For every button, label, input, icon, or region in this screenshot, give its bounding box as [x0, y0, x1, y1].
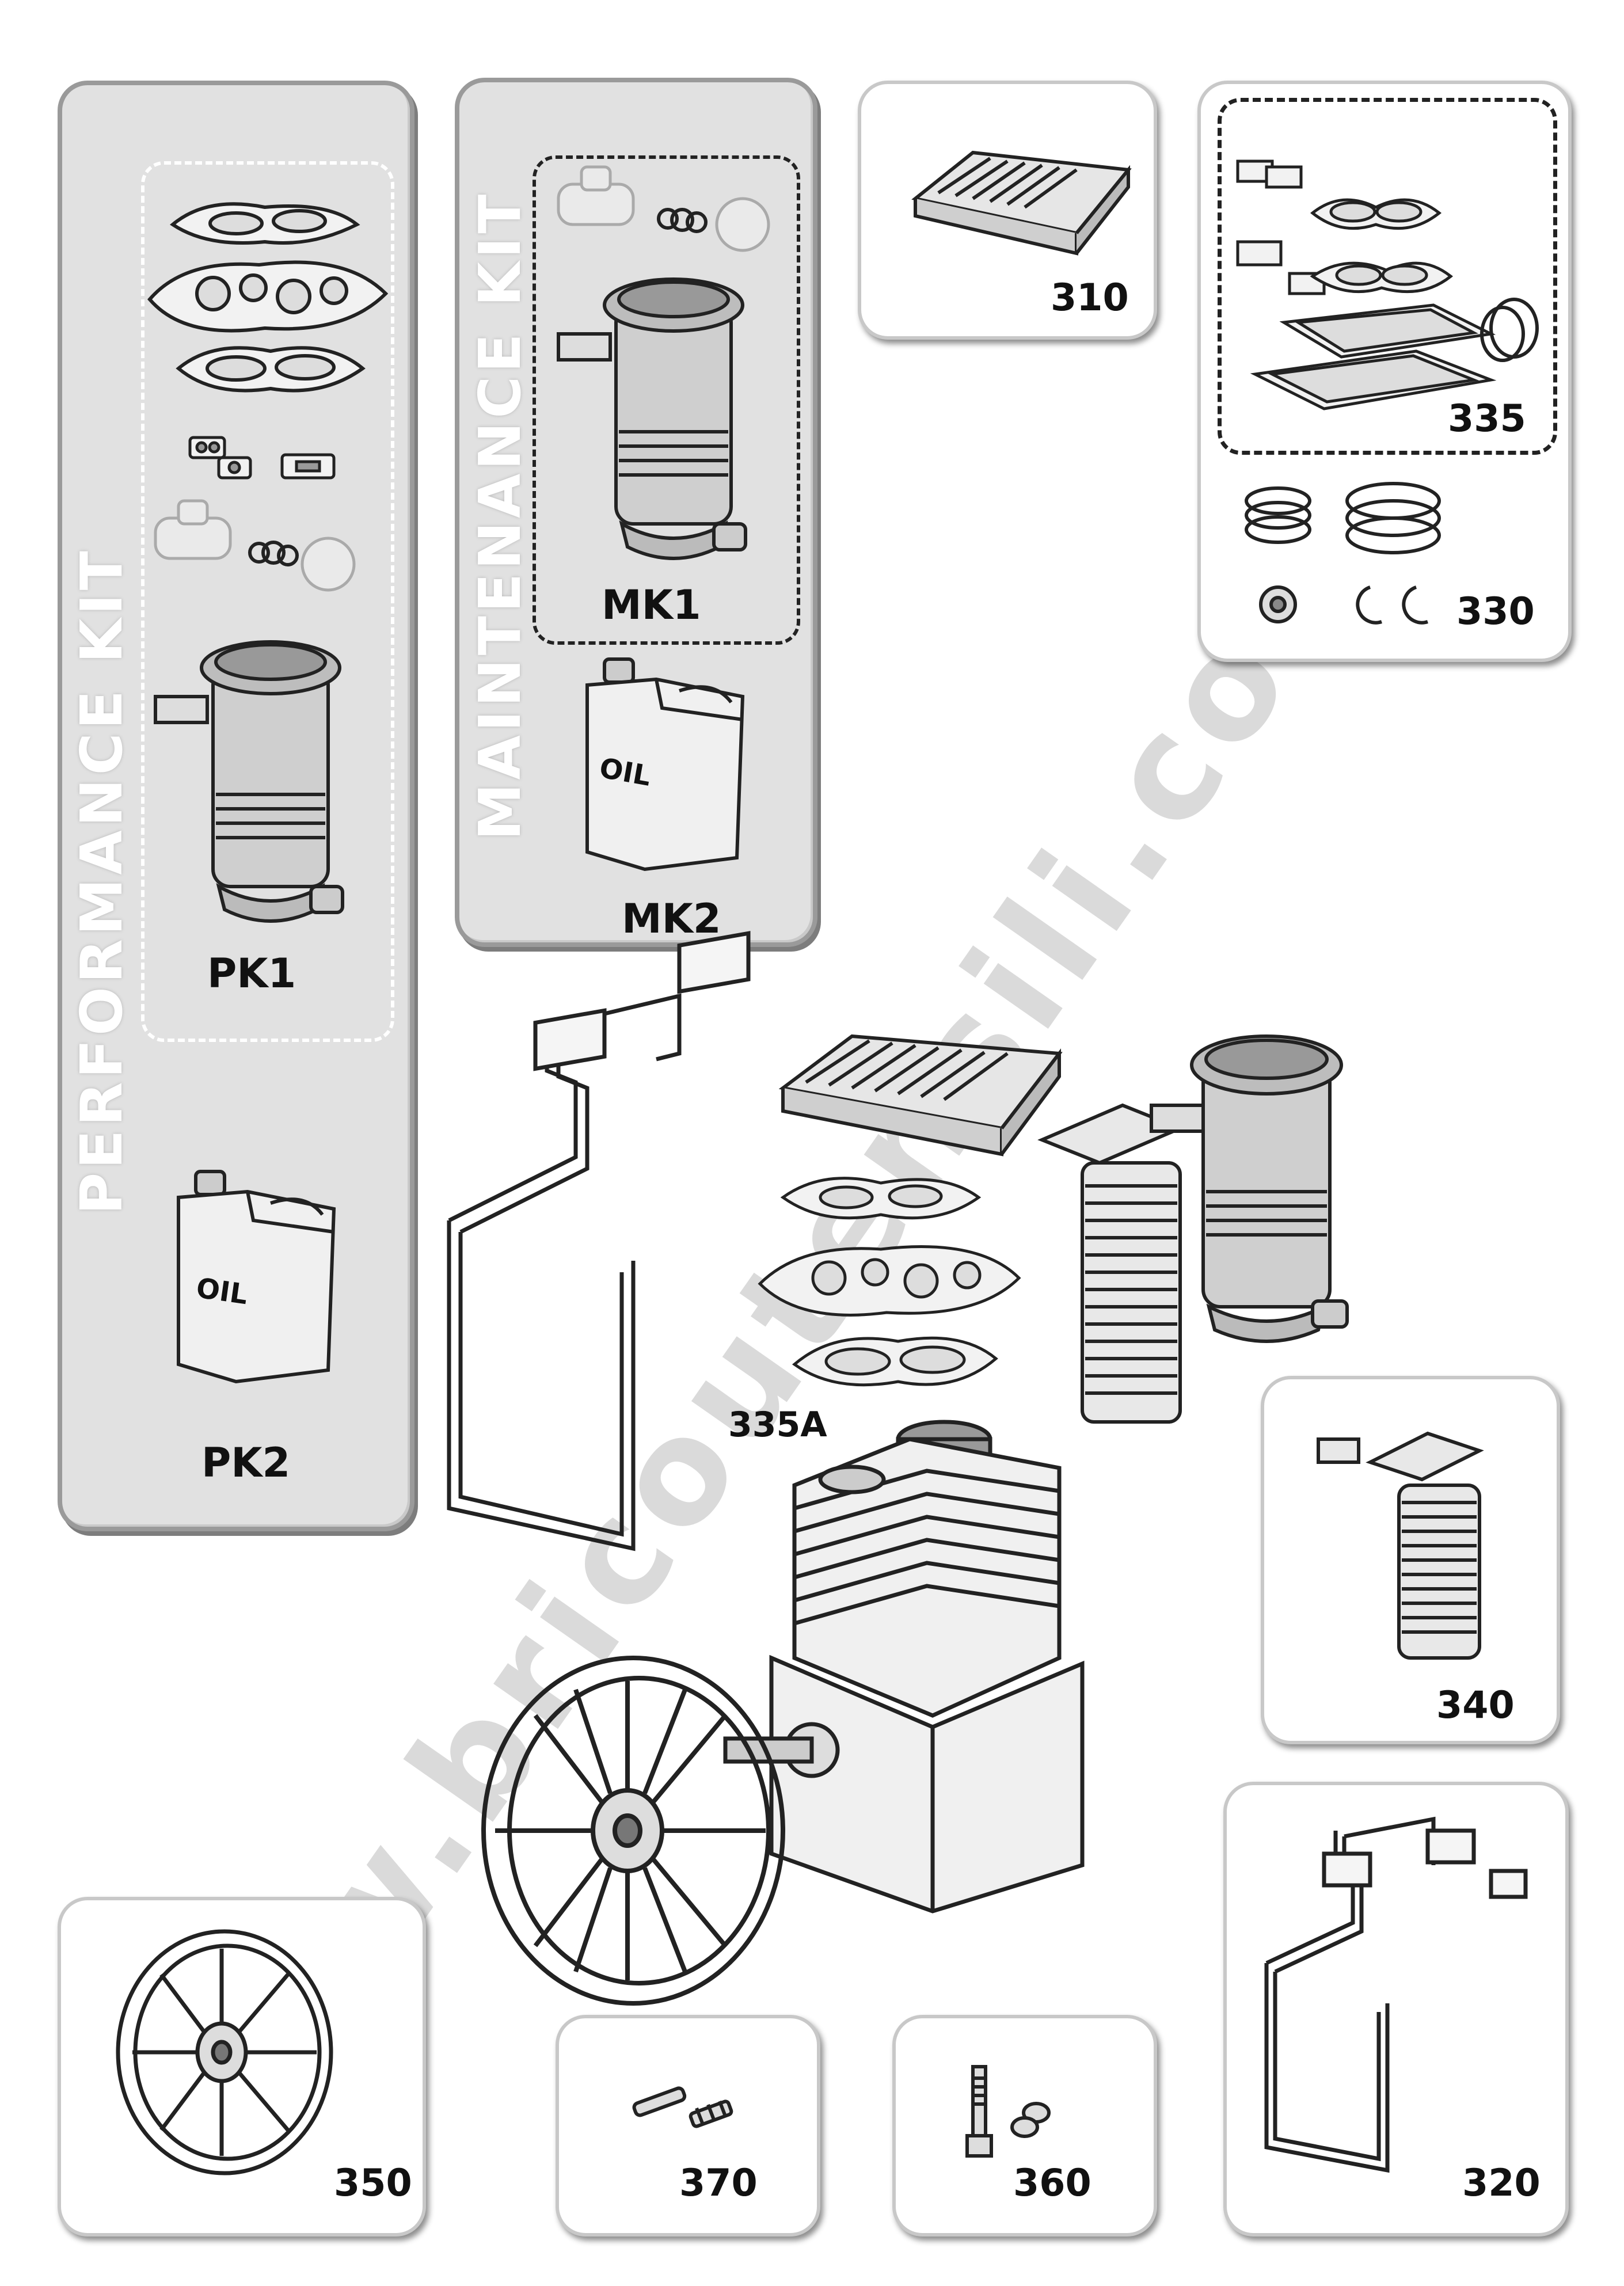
- mk1-air-filter-illustration: [557, 277, 747, 560]
- part-350-label: 350: [334, 2162, 412, 2205]
- part-340-label: 340: [1436, 1684, 1515, 1727]
- gasket-set-illustration: [147, 202, 389, 393]
- bolt-360-illustration: [965, 2065, 1051, 2158]
- mk1-label: MK1: [602, 581, 701, 629]
- part-330-label: 330: [1456, 590, 1535, 633]
- pulley-350-illustration: [116, 1929, 333, 2175]
- pk1-label: PK1: [207, 950, 296, 997]
- valve-370-illustration: [632, 2086, 733, 2128]
- gasket-kit-335-illustration: [1236, 159, 1539, 410]
- pulley-assembly-illustration: [481, 1656, 785, 2006]
- compressor-block-illustration: [723, 1420, 1085, 1914]
- part-335a-label: 335A: [728, 1405, 827, 1445]
- part-360-label: 360: [1013, 2162, 1091, 2205]
- valve-gaskets-illustration: [188, 436, 336, 480]
- performance-kit-dashed-group: [141, 161, 394, 1042]
- mk2-label: MK2: [622, 895, 721, 942]
- mk1-connector-illustration: [557, 165, 770, 252]
- maintenance-kit-title: MAINTENANCE KIT: [466, 191, 534, 840]
- pk2-oil-can-illustration: OIL: [177, 1170, 336, 1384]
- pk2-oil-text: OIL: [194, 1272, 249, 1311]
- cylinder-head-illustration: [911, 150, 1132, 256]
- part-335-dashed-group: [1218, 98, 1557, 455]
- intercooler-340-illustration: [1317, 1431, 1484, 1660]
- assembly-air-filter-illustration: [1150, 1034, 1349, 1343]
- part-310-label: 310: [1051, 276, 1129, 319]
- maintenance-kit-dashed-group: [533, 155, 800, 645]
- cylinder-head-assembly-illustration: [778, 1034, 1063, 1157]
- mk2-oil-can-illustration: OIL: [585, 657, 745, 872]
- performance-kit-title: PERFORMANCE KIT: [68, 547, 135, 1215]
- part-370-panel: [556, 2015, 820, 2236]
- intercooler-pipe-illustration: [1037, 1103, 1185, 1424]
- breather-connector-illustration: [154, 499, 356, 592]
- part-320-panel: [1223, 1782, 1569, 2236]
- pk2-label: PK2: [201, 1439, 291, 1486]
- piston-rings-330-illustration: [1245, 482, 1441, 625]
- assembly-gaskets-illustration: [758, 1177, 1021, 1387]
- frame-bracket-illustration: [447, 931, 751, 1551]
- part-370-label: 370: [679, 2162, 758, 2205]
- part-335-label: 335: [1448, 397, 1526, 440]
- frame-bracket-320-illustration: [1264, 1816, 1528, 2173]
- part-320-label: 320: [1462, 2162, 1541, 2205]
- pk1-air-filter-illustration: [154, 640, 344, 923]
